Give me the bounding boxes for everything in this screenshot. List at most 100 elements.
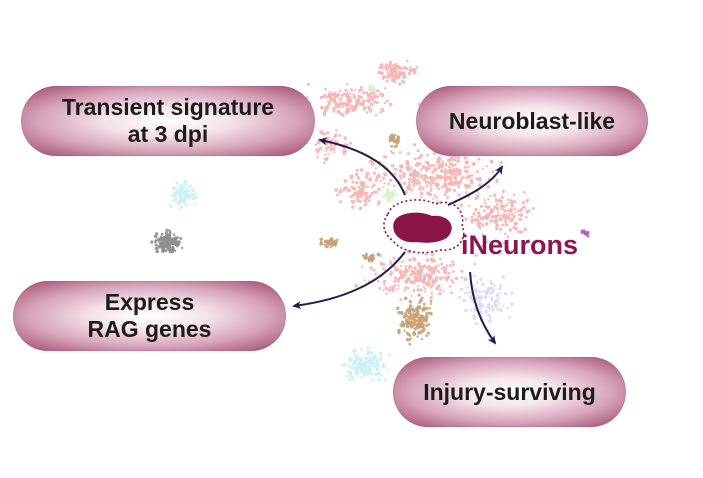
cyan-cluster-left-point <box>182 195 186 198</box>
main-cluster-lower-point <box>425 266 428 269</box>
main-cluster-top-left-point <box>362 91 366 95</box>
main-cluster-top-point <box>391 77 395 81</box>
tan-cluster-small-point <box>363 257 367 261</box>
lavender-cluster-point <box>463 291 467 295</box>
main-cluster-center-point <box>360 186 365 190</box>
main-cluster-lower-point <box>422 278 425 281</box>
main-cluster-center-point <box>467 195 470 199</box>
tan-cluster-bottom-point <box>415 306 419 310</box>
main-cluster-right-point <box>498 217 503 221</box>
main-cluster-lower-point <box>404 265 407 268</box>
main-cluster-lower-point <box>450 291 453 295</box>
cyan-cluster-bottom-point <box>352 363 355 367</box>
main-cluster-center-point <box>422 186 425 190</box>
main-cluster-right-point <box>476 215 480 218</box>
main-cluster-right-point <box>468 204 471 208</box>
main-cluster-lower-point <box>424 287 427 291</box>
cyan-cluster-bottom-point <box>370 360 374 365</box>
main-cluster-top-point <box>388 60 393 65</box>
tan-cluster-left-point <box>320 238 324 241</box>
cyan-cluster-left-point <box>174 187 178 190</box>
gray-cluster-point <box>172 246 175 249</box>
main-cluster-center-point <box>464 187 467 190</box>
transient-signature-box: Transient signature at 3 dpi <box>21 86 315 156</box>
main-cluster-center-point <box>457 193 461 197</box>
main-cluster-center-point <box>446 175 450 179</box>
main-cluster-far-left-point <box>334 128 338 132</box>
main-cluster-right-point <box>510 204 514 208</box>
gray-cluster-point <box>154 246 159 251</box>
main-cluster-right-point <box>525 210 529 214</box>
main-cluster-right-point <box>495 227 499 231</box>
green-cluster-point <box>392 189 395 192</box>
main-cluster-center-point <box>410 188 414 192</box>
main-cluster-left-point <box>363 199 367 202</box>
tan-cluster-bottom-point <box>412 309 416 313</box>
cyan-cluster-left-point <box>184 186 188 190</box>
cyan-cluster-bottom-point <box>378 351 383 356</box>
lavender-cluster-point <box>498 284 503 288</box>
main-cluster-center-point <box>445 187 449 191</box>
tan-cluster-bottom-point <box>425 324 429 328</box>
cyan-cluster-left-point <box>175 196 179 200</box>
main-cluster-center-point <box>499 161 503 165</box>
main-cluster-lower-point <box>369 266 373 270</box>
main-cluster-top-point <box>408 68 412 73</box>
cyan-cluster-bottom-point <box>359 358 363 362</box>
main-cluster-top-point <box>381 71 384 75</box>
main-cluster-top-left-point <box>332 93 335 96</box>
cyan-cluster-left-point <box>177 188 181 193</box>
express-rag-genes-box: Express RAG genes <box>13 281 286 351</box>
main-cluster-far-left-point <box>322 161 326 164</box>
main-cluster-lower-point <box>393 279 397 283</box>
tan-cluster-bottom-point <box>418 318 423 323</box>
main-cluster-center-point <box>393 167 397 171</box>
main-cluster-center-point <box>440 185 444 189</box>
cyan-cluster-bottom-point <box>370 351 374 355</box>
gray-cluster-point <box>179 237 183 240</box>
main-cluster-far-left-point <box>322 141 326 145</box>
main-cluster-center-point <box>448 158 452 162</box>
lavender-cluster-point <box>487 302 491 306</box>
main-cluster-lower-point <box>452 263 455 267</box>
main-cluster-right-point <box>484 240 488 244</box>
main-cluster-left-point <box>350 185 354 189</box>
tan-cluster-small-point <box>369 257 372 261</box>
tan-cluster-bottom-point <box>408 342 412 346</box>
main-cluster-center-point <box>408 183 412 187</box>
main-cluster-lower-point <box>413 266 417 269</box>
main-cluster-right-point <box>497 198 501 203</box>
main-cluster-right-point <box>512 193 516 197</box>
main-cluster-top-point <box>379 63 384 67</box>
main-cluster-right-point <box>500 207 504 211</box>
main-cluster-left-point <box>363 192 368 196</box>
main-cluster-lower-point <box>460 269 464 273</box>
main-cluster-far-left-point <box>338 133 342 137</box>
main-cluster-top-left-point <box>376 89 380 93</box>
main-cluster-right-point <box>522 190 526 194</box>
tan-cluster-bottom-point <box>424 317 429 322</box>
lavender-cluster-point <box>472 316 476 320</box>
main-cluster-left-point <box>354 191 358 196</box>
cyan-cluster-left-point <box>172 193 176 198</box>
main-cluster-left-point <box>359 191 363 196</box>
green-cluster-top-point <box>369 87 374 91</box>
main-cluster-center-point <box>443 193 447 197</box>
main-cluster-top-left-point <box>367 100 370 104</box>
main-cluster-left-point <box>358 206 363 211</box>
main-cluster-far-left-point <box>319 130 323 134</box>
main-cluster-top-point <box>394 62 398 66</box>
main-cluster-top-left-point <box>328 90 332 93</box>
main-cluster-top-left-point <box>325 105 330 110</box>
tan-cluster-bottom-point <box>411 326 414 329</box>
lavender-cluster-point <box>504 292 508 296</box>
cyan-cluster-left-point <box>189 184 193 188</box>
main-cluster-right-point <box>507 235 510 238</box>
tan-cluster-bottom-point <box>401 324 405 328</box>
main-cluster-lower-point <box>381 262 385 267</box>
main-cluster-left-point <box>382 186 385 189</box>
lavender-cluster-point <box>490 296 494 300</box>
tan-cluster-small-point <box>366 256 370 260</box>
lavender-cluster-point <box>499 292 502 295</box>
main-cluster-center-point <box>439 174 442 177</box>
